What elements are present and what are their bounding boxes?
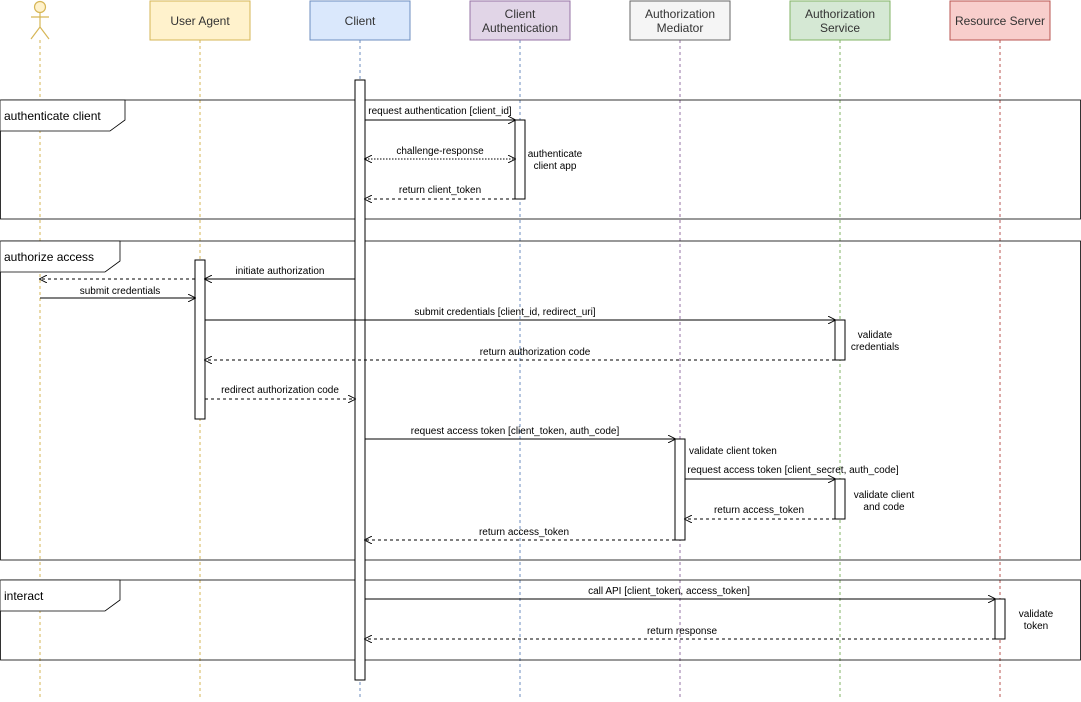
message-submit-credentials: submit credentials	[40, 286, 195, 298]
svg-text:token: token	[1024, 621, 1048, 632]
participant-resource-server: Resource Server	[949, 0, 1051, 41]
client-label: Client	[345, 14, 376, 28]
resource-server-label: Resource Server	[955, 14, 1045, 28]
svg-text:request access token [client_s: request access token [client_secret, aut…	[687, 465, 898, 476]
frame-interact: interact	[0, 579, 1081, 661]
mediator-label-line2: Mediator	[657, 21, 704, 35]
message-submit-credentials-redirect: submit credentials [client_id, redirect_…	[205, 307, 835, 320]
frame-authorize-access: authorize access	[0, 240, 1081, 561]
message-return-access-token-to-mediator: return access_token	[685, 505, 835, 519]
svg-text:request access token [client_t: request access token [client_token, auth…	[411, 426, 620, 437]
svg-text:return response: return response	[647, 626, 717, 637]
svg-text:return client_token: return client_token	[399, 185, 481, 196]
message-request-authentication: request authentication [client_id]	[365, 106, 515, 120]
frame-authenticate-client: authenticate client	[0, 99, 1081, 220]
client-auth-label-line2: Authentication	[482, 21, 558, 35]
svg-text:validate client token: validate client token	[689, 446, 777, 457]
message-challenge-response: challenge-response	[365, 146, 515, 159]
auth-service-label-line2: Service	[820, 21, 860, 35]
message-call-api: call API [client_token, access_token]	[365, 586, 995, 599]
svg-text:validate: validate	[1019, 609, 1054, 620]
message-return-client-token: return client_token	[365, 185, 515, 199]
note-validate-client-and-code: validate client and code	[854, 490, 915, 513]
participant-client: Client	[309, 0, 411, 41]
svg-text:request authentication [client: request authentication [client_id]	[368, 106, 512, 117]
user-agent-activation	[194, 259, 206, 420]
message-return-access-token-to-client: return access_token	[365, 527, 675, 540]
participant-user-agent: User Agent	[149, 0, 251, 41]
svg-text:authenticate: authenticate	[528, 149, 583, 160]
message-initiate-authorization: initiate authorization	[205, 266, 355, 279]
svg-text:return access_token: return access_token	[714, 505, 804, 516]
message-return-authorization-code: return authorization code	[205, 347, 835, 360]
auth-service-activation-1	[834, 319, 846, 361]
svg-text:submit credentials: submit credentials	[80, 286, 161, 297]
note-validate-credentials: validate credentials	[851, 330, 899, 353]
svg-text:return access_token: return access_token	[479, 527, 569, 538]
auth-service-activation-2	[834, 478, 846, 520]
client-auth-label-line1: Client	[505, 7, 536, 21]
mediator-activation	[674, 438, 686, 541]
svg-text:initiate authorization: initiate authorization	[236, 266, 325, 277]
svg-text:redirect authorization code: redirect authorization code	[221, 385, 339, 396]
note-validate-token: validate token	[1019, 609, 1054, 632]
mediator-label-line1: Authorization	[645, 7, 715, 21]
svg-text:validate client: validate client	[854, 490, 915, 501]
svg-text:and code: and code	[863, 502, 905, 513]
actor-icon	[30, 0, 50, 40]
svg-text:submit credentials [client_id,: submit credentials [client_id, redirect_…	[414, 307, 595, 318]
participant-client-authentication: Client Authentication	[469, 0, 571, 41]
message-request-access-token: request access token [client_token, auth…	[365, 426, 675, 439]
frame-label-authorize-access: authorize access	[4, 250, 94, 264]
svg-text:challenge-response: challenge-response	[396, 146, 484, 157]
message-request-access-token-secret: request access token [client_secret, aut…	[685, 465, 899, 479]
frame-label-interact: interact	[4, 589, 44, 603]
auth-service-label-line1: Authorization	[805, 7, 875, 21]
note-validate-client-token: validate client token	[689, 446, 777, 457]
message-return-response: return response	[365, 626, 995, 639]
svg-text:call API [client_token, access: call API [client_token, access_token]	[588, 586, 750, 597]
svg-text:validate: validate	[858, 330, 893, 341]
message-redirect-authorization-code: redirect authorization code	[205, 385, 355, 399]
client-activation	[354, 79, 366, 681]
svg-text:client app: client app	[534, 161, 577, 172]
client-auth-activation	[514, 119, 526, 200]
svg-text:credentials: credentials	[851, 342, 899, 353]
user-agent-label: User Agent	[170, 14, 230, 28]
resource-server-activation	[994, 598, 1006, 640]
participant-authorization-mediator: Authorization Mediator	[629, 0, 731, 41]
note-authenticate-client-app: authenticate client app	[528, 149, 583, 172]
svg-text:return authorization code: return authorization code	[480, 347, 591, 358]
frame-label-authenticate-client: authenticate client	[4, 109, 101, 123]
participant-authorization-service: Authorization Service	[789, 0, 891, 41]
